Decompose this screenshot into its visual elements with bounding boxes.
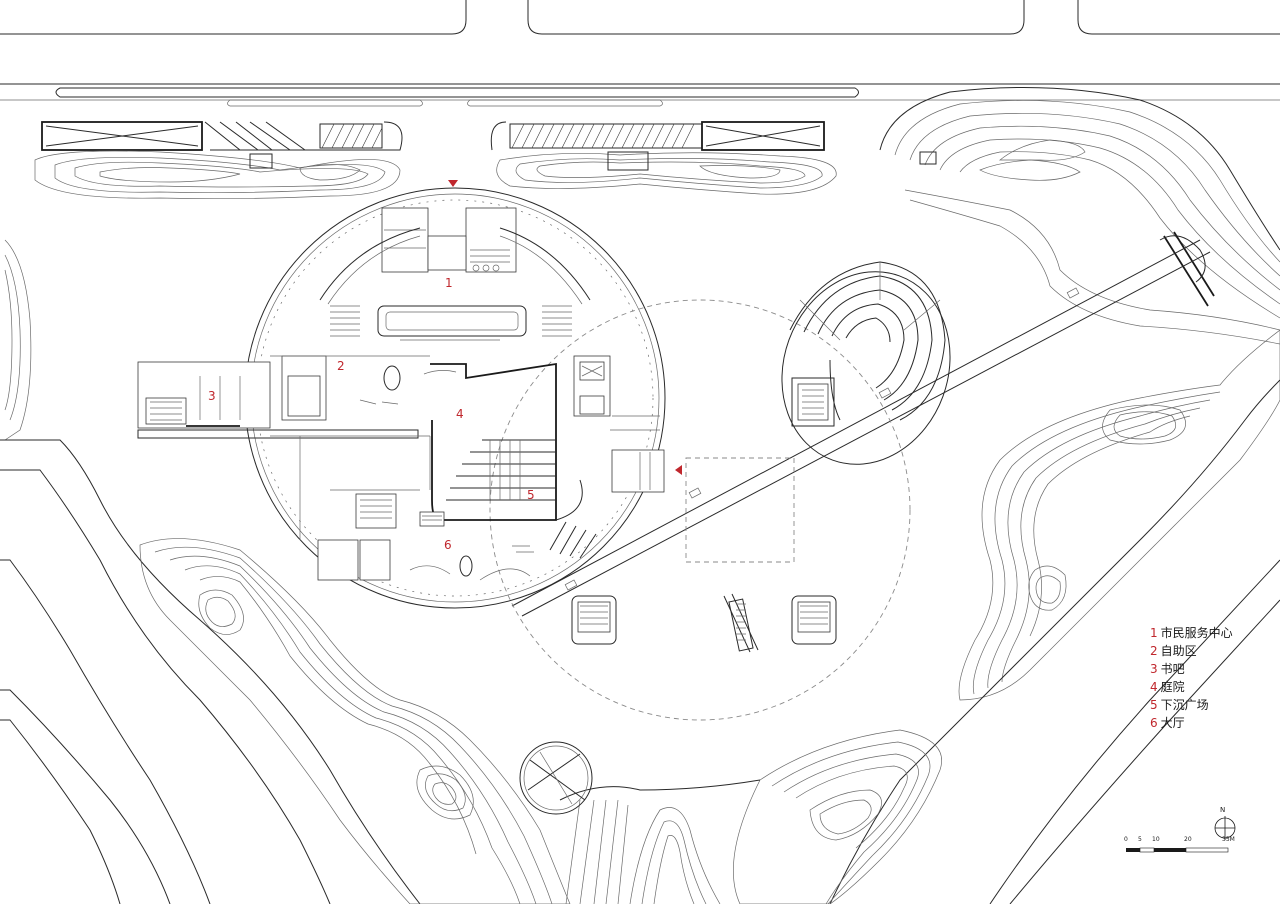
legend-label: 自助区 — [1160, 644, 1197, 658]
legend-label: 下沉广场 — [1160, 698, 1209, 712]
legend-label: 大厅 — [1160, 716, 1185, 730]
scale-tick-label: 10 — [1152, 836, 1160, 843]
scale-bar-graphic — [1126, 847, 1229, 853]
plaza-stair-cores — [571, 595, 837, 645]
bottom-left-contours — [139, 538, 571, 904]
legend-label: 书吧 — [1160, 662, 1185, 676]
legend-number: 6 — [1150, 716, 1158, 730]
plan-label-4: 4 — [456, 407, 464, 421]
top-left-strip — [34, 121, 403, 200]
entry-marker-east — [675, 465, 682, 475]
scale-tick-label: 5 — [1138, 836, 1142, 843]
legend-number: 3 — [1150, 662, 1158, 676]
main-building — [137, 187, 666, 609]
entry-marker-north — [448, 180, 458, 187]
legend-label: 市民服务中心 — [1160, 626, 1233, 640]
bottom-contour-landscape — [559, 729, 942, 904]
north-arrow: N — [1214, 806, 1236, 840]
scale-tick-label: 35M — [1222, 836, 1235, 843]
scale-tick-label: 20 — [1184, 836, 1192, 843]
plan-label-1: 1 — [445, 276, 453, 290]
plan-label-5: 5 — [527, 488, 535, 502]
legend-number: 5 — [1150, 698, 1158, 712]
plan-label-3: 3 — [208, 389, 216, 403]
scale-tick-label: 0 — [1124, 836, 1128, 843]
legend-number: 4 — [1150, 680, 1158, 694]
plan-label-6: 6 — [444, 538, 452, 552]
north-label: N — [1220, 806, 1226, 814]
legend-number: 1 — [1150, 626, 1158, 640]
top-middle-strip — [490, 121, 837, 195]
diagonal-walkway — [511, 239, 1211, 617]
plan-label-2: 2 — [337, 359, 345, 373]
legend-label: 庭院 — [1160, 680, 1185, 694]
compass-icon — [1214, 816, 1236, 840]
left-landscape — [0, 239, 421, 904]
top-road — [0, 0, 1280, 107]
sunken-plaza-outline — [489, 299, 911, 721]
right-contour-landscape — [829, 329, 1280, 904]
amphitheatre — [781, 261, 951, 465]
right-top-landscape — [879, 87, 1280, 345]
round-pavilion — [519, 741, 593, 815]
legend-number: 2 — [1150, 644, 1158, 658]
scale-bar: 0 5 10 20 35M — [1124, 836, 1244, 866]
